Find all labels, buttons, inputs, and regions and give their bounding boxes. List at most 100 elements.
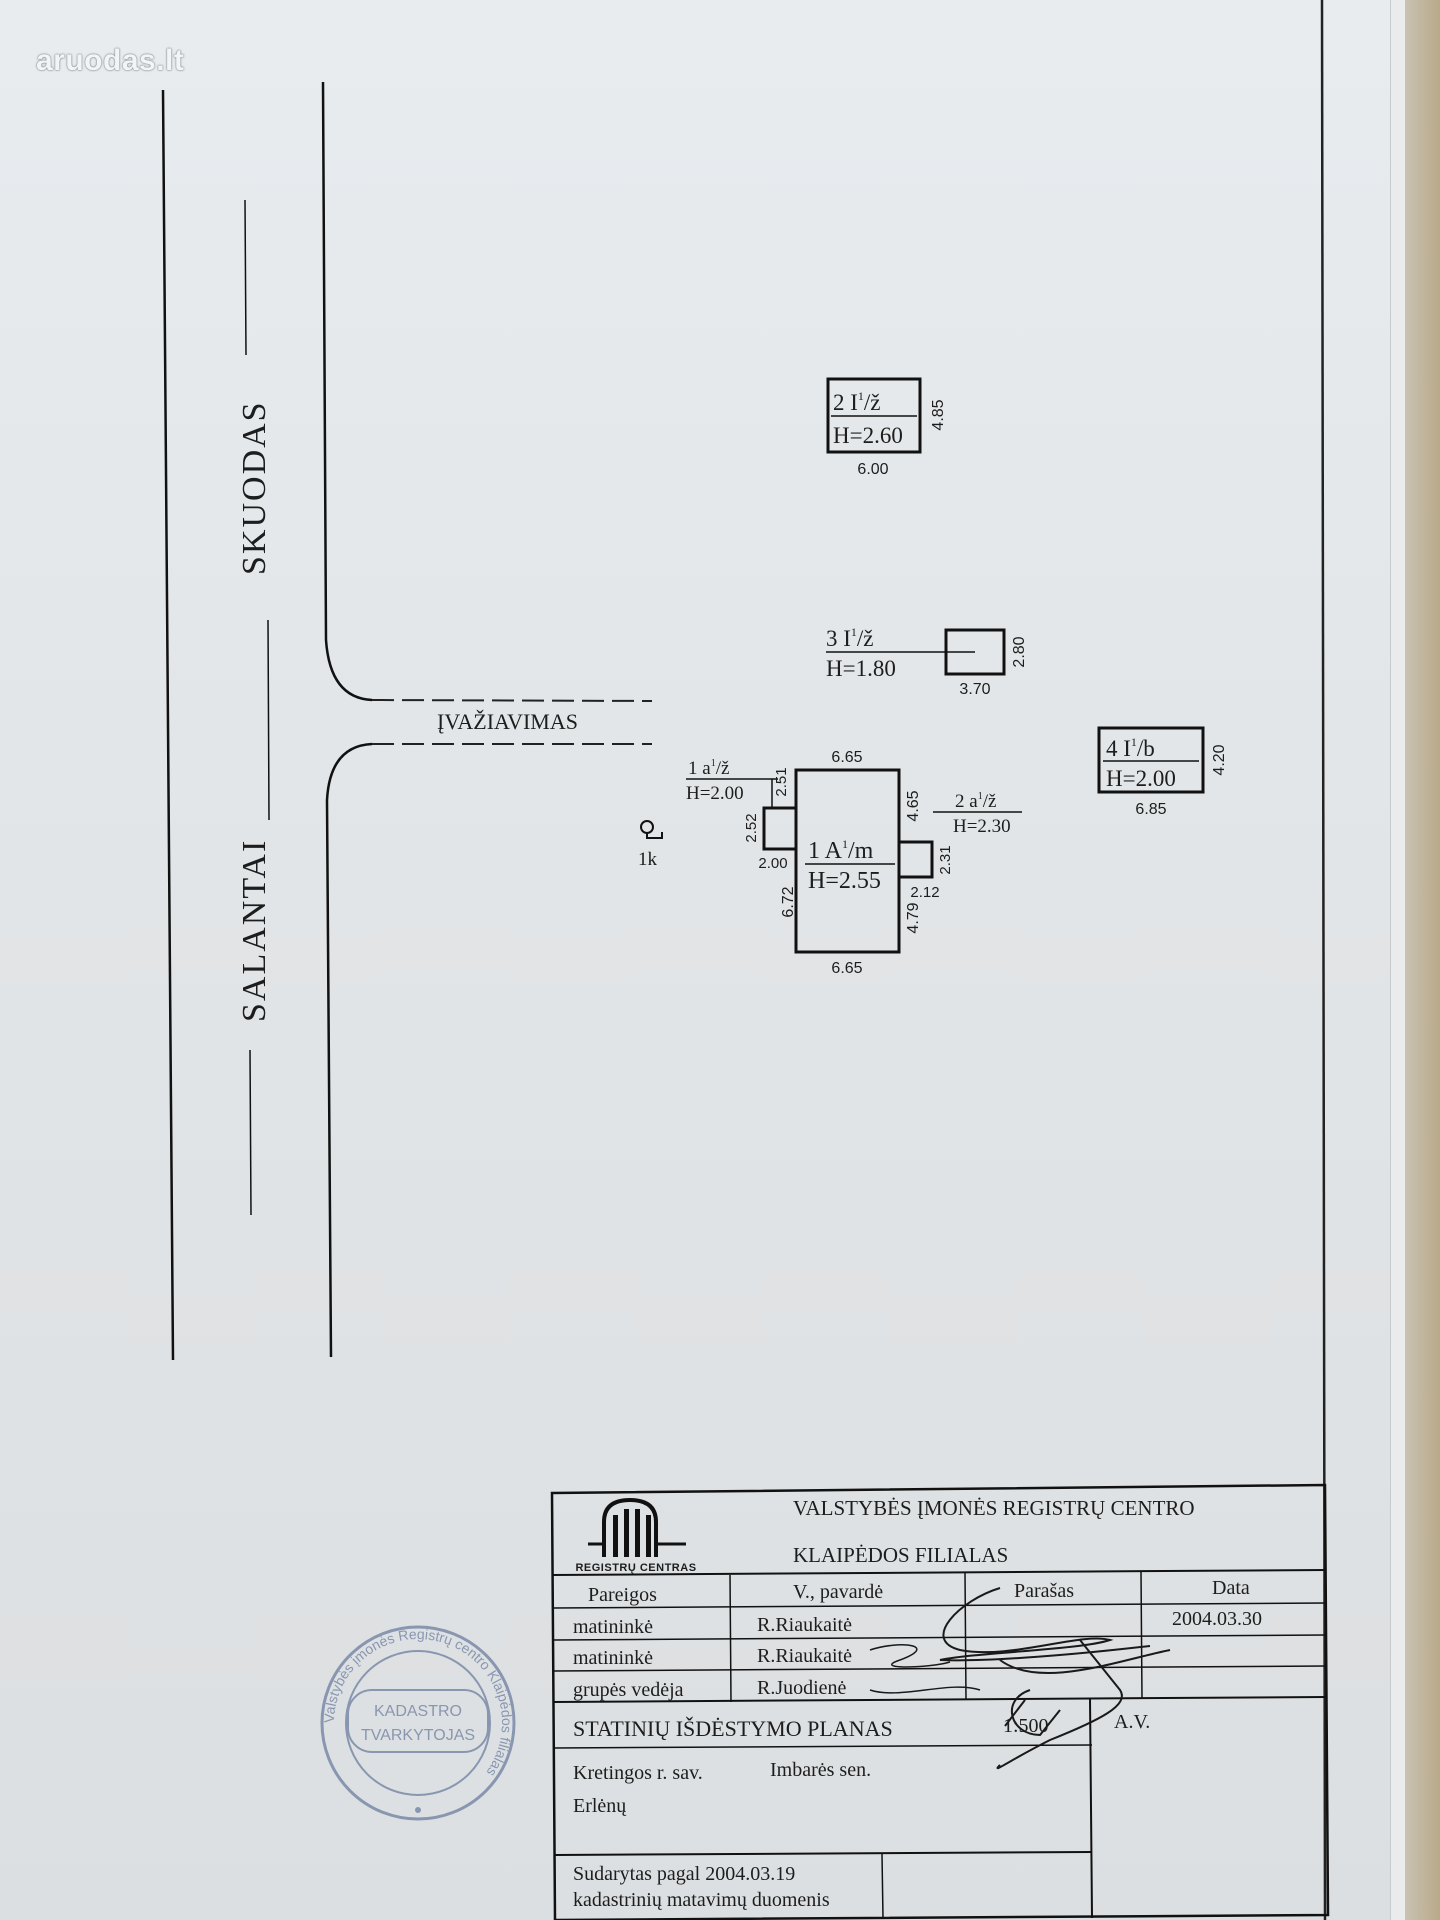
building-2-height: H=2.60 xyxy=(833,423,903,448)
annex-1a-dim-width: 2.00 xyxy=(758,855,787,872)
row-1-name: R.Riaukaitė xyxy=(757,1614,852,1636)
location-municipality: Kretingos r. sav. xyxy=(573,1762,703,1784)
org-line-2: KLAIPĖDOS FILIALAS xyxy=(793,1543,1008,1567)
header-name: V., pavardė xyxy=(793,1581,883,1603)
building-4-width: 6.85 xyxy=(1135,801,1166,818)
road-edge-right-lower xyxy=(325,742,373,1358)
building-1: 1 A1/m H=2.55 6.65 6.65 6.72 4.65 4.79 xyxy=(780,749,922,977)
annex-1a-dim-top: 2.51 xyxy=(773,767,790,796)
annex-2a: 2 a1/ž H=2.30 2.31 2.12 xyxy=(897,791,1022,901)
title-block-rule-7 xyxy=(554,1851,1093,1856)
road-axis-3 xyxy=(249,1049,252,1216)
basis-line-2: kadastrinių matavimų duomenis xyxy=(573,1889,830,1911)
building-4-number: 4 I1/b xyxy=(1106,735,1155,761)
basis-line-1: Sudarytas pagal 2004.03.19 xyxy=(573,1863,795,1885)
stamp-center-line-1: KADASTRO xyxy=(374,1703,462,1720)
title-block-rule-4 xyxy=(552,1665,1327,1672)
annex-2a-dim-width: 2.12 xyxy=(910,884,939,901)
stamp-place-label: A.V. xyxy=(1114,1711,1150,1733)
stamp-outer-ring xyxy=(320,1625,516,1821)
building-3-depth: 2.80 xyxy=(1011,636,1028,667)
row-3-role: grupės vedėja xyxy=(573,1679,684,1701)
building-4: 4 I1/b H=2.00 6.85 4.20 xyxy=(1097,726,1228,818)
handwritten-signature-2 xyxy=(869,1644,981,1694)
building-3-width: 3.70 xyxy=(959,681,990,698)
logo-column-icon xyxy=(624,1509,629,1557)
location-eldership: Imbarės sen. xyxy=(770,1759,871,1781)
paper-sheet xyxy=(0,0,1405,1920)
logo-arch-icon xyxy=(602,1497,658,1557)
frame-right-border xyxy=(1320,0,1327,1920)
annex-2a-outline xyxy=(897,840,934,879)
title-block-rule-1 xyxy=(551,1569,1327,1576)
logo-column-icon xyxy=(646,1515,651,1557)
row-3-name: R.Juodienė xyxy=(757,1677,847,1699)
building-1-depth-right-top: 4.65 xyxy=(905,790,922,821)
building-2-depth: 4.85 xyxy=(930,399,947,430)
sheet-edge xyxy=(1390,0,1406,1920)
title-block-col-4 xyxy=(1089,1697,1093,1919)
driveway-edge-upper xyxy=(371,699,653,702)
title-block-col-1 xyxy=(729,1574,732,1703)
title-block: REGISTRŲ CENTRAS VALSTYBĖS ĮMONĖS REGIST… xyxy=(550,1483,1330,1920)
title-block-col-5 xyxy=(881,1853,884,1919)
building-4-height: H=2.00 xyxy=(1106,766,1176,791)
annex-1a-outline xyxy=(762,806,798,851)
header-pareigos: Pareigos xyxy=(588,1584,657,1606)
annex-1a: 1 a1/ž H=2.00 2.51 2.52 2.00 xyxy=(686,758,798,872)
background-paper xyxy=(1405,0,1440,1920)
header-date: Data xyxy=(1212,1577,1250,1599)
org-line-1: VALSTYBĖS ĮMONĖS REGISTRŲ CENTRO xyxy=(793,1496,1195,1520)
well-icon xyxy=(640,820,654,834)
building-1-depth-right-bottom: 4.79 xyxy=(905,902,922,933)
title-block-rule-6 xyxy=(553,1744,1093,1749)
building-3-number: 3 I1/ž xyxy=(826,625,874,651)
title-block-col-2 xyxy=(964,1572,967,1701)
stamp-center-frame xyxy=(347,1689,489,1753)
logo-column-icon xyxy=(613,1515,618,1557)
street-label-salantai: SALANTAI xyxy=(236,839,273,1022)
location-village: Erlėnų xyxy=(573,1795,627,1817)
road-edge-right-upper xyxy=(321,81,373,702)
well-symbol-tail xyxy=(646,832,663,839)
building-2: 2 I1/ž H=2.60 6.00 4.85 xyxy=(826,377,947,478)
annex-1a-dim-side: 2.52 xyxy=(743,813,760,842)
building-3: 3 I1/ž H=1.80 3.70 2.80 xyxy=(826,625,1028,698)
road-edge-left xyxy=(161,89,175,1361)
title-block-rule-5 xyxy=(552,1696,1327,1703)
row-2-name: R.Riaukaitė xyxy=(757,1645,852,1667)
well-label: 1k xyxy=(638,849,658,870)
annex-1a-height: H=2.00 xyxy=(686,783,744,804)
building-2-number: 2 I1/ž xyxy=(833,389,881,415)
building-3-height: H=1.80 xyxy=(826,656,896,681)
street-label-skuodas: SKUODAS xyxy=(236,400,273,575)
building-1-width-top: 6.65 xyxy=(831,749,862,766)
logo-text: REGISTRŲ CENTRAS xyxy=(575,1562,696,1574)
stamp-inner-ring xyxy=(345,1650,491,1796)
watermark: aruodas.lt xyxy=(36,44,185,77)
building-2-outline xyxy=(826,377,922,454)
handwritten-signature xyxy=(939,1587,1171,1770)
annex-2a-number: 2 a1/ž xyxy=(955,791,996,812)
stamp-center-line-2: TVARKYTOJAS xyxy=(361,1727,475,1744)
building-2-width: 6.00 xyxy=(857,461,888,478)
plan-title: STATINIŲ IŠDĖSTYMO PLANAS xyxy=(573,1716,893,1741)
building-1-number: 1 A1/m xyxy=(808,837,874,864)
row-2-role: matininkė xyxy=(573,1647,653,1669)
title-block-col-3 xyxy=(1140,1571,1143,1700)
building-1-height: H=2.55 xyxy=(808,868,881,894)
row-1-role: matininkė xyxy=(573,1616,653,1638)
title-block-frame xyxy=(550,1483,1330,1920)
annex-2a-height: H=2.30 xyxy=(953,816,1011,837)
well: 1k xyxy=(638,820,663,870)
driveway-label: ĮVAŽIAVIMAS xyxy=(437,709,578,734)
title-block-rule-3 xyxy=(552,1634,1327,1641)
building-1-depth-left: 6.72 xyxy=(780,886,797,917)
building-1-width-bottom: 6.65 xyxy=(831,960,862,977)
building-4-outline xyxy=(1097,726,1205,794)
logo-column-icon xyxy=(635,1509,640,1557)
row-1-date: 2004.03.30 xyxy=(1172,1608,1262,1630)
registru-centras-logo: REGISTRŲ CENTRAS xyxy=(575,1497,696,1574)
